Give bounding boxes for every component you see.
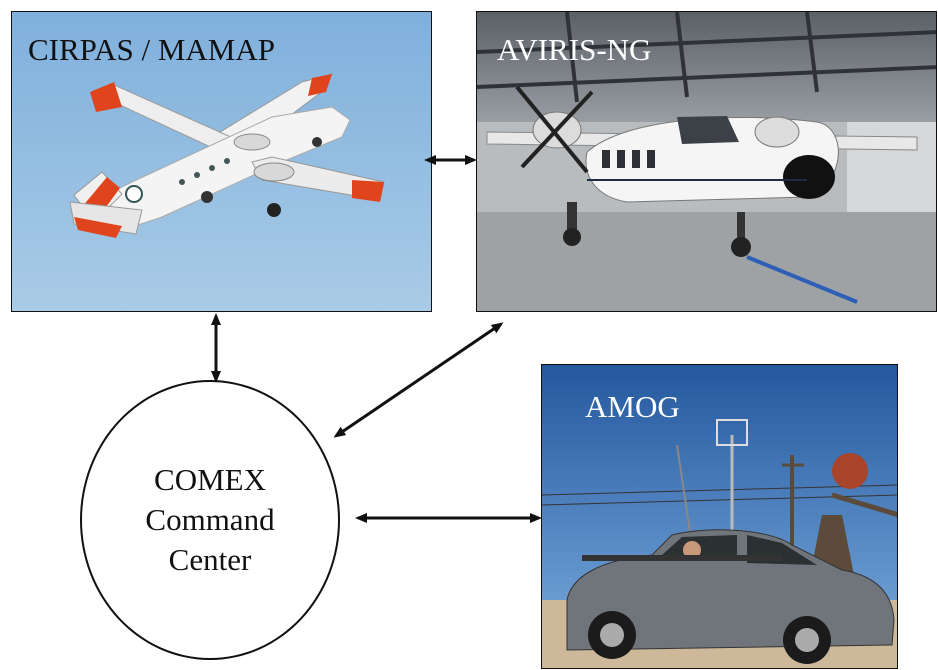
cirpas-aircraft-photo bbox=[12, 12, 431, 311]
aviris-ng-label: AVIRIS-NG bbox=[497, 32, 652, 67]
cirpas-mamap-label: CIRPAS / MAMAP bbox=[28, 32, 275, 67]
cirpas-mamap-photo-panel: CIRPAS / MAMAP bbox=[11, 11, 432, 312]
hub-label-line1: COMEX bbox=[154, 461, 266, 497]
amog-photo-panel: AMOG bbox=[541, 364, 898, 669]
hub-label-line2: Command bbox=[145, 501, 275, 537]
link-aviris-hub bbox=[333, 322, 504, 438]
hub-label-line3: Center bbox=[168, 542, 252, 578]
comex-command-center-node: COMEX Command Center bbox=[80, 380, 340, 660]
aviris-aircraft-photo bbox=[477, 12, 936, 311]
aviris-ng-photo-panel: AVIRIS-NG bbox=[476, 11, 937, 312]
amog-label: AMOG bbox=[585, 389, 680, 424]
amog-vehicle-photo bbox=[542, 365, 897, 668]
